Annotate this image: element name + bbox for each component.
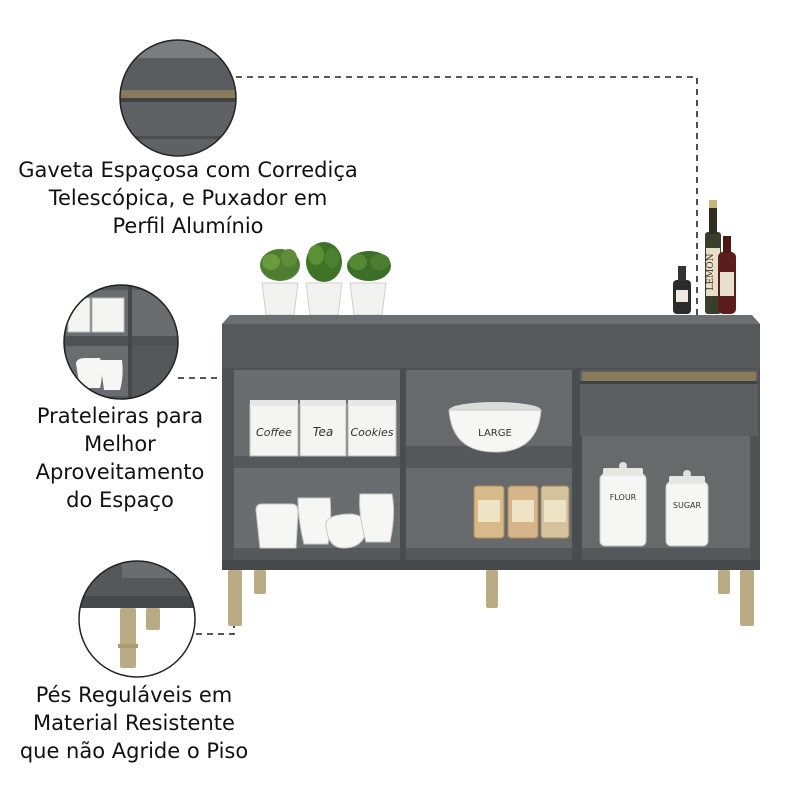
bottle-small [673,266,691,314]
cabinet-feet [228,570,754,626]
callout-drawer-line-3: Perfil Alumínio [112,214,264,238]
bottles: LEMON [673,200,736,314]
detail-circle-drawer [119,39,237,157]
callout-drawer-line-1: Gaveta Espaçosa com Corrediça [18,158,358,182]
detail-circle-shelves [63,284,179,400]
callout-drawer-text: Gaveta Espaçosa com Corrediça Telescópic… [8,156,368,240]
callout-drawer-line-2: Telescópica, e Puxador em [48,186,328,210]
potted-plants [260,242,391,316]
detail-circle-feet [78,560,196,678]
canisters: Coffee Tea Cookies [249,400,397,457]
callout-feet-line-1: Pés Reguláveis em [35,683,233,707]
canister-tea-label: Tea [313,425,334,439]
bottle-oil [718,236,736,314]
plant-3 [347,251,391,316]
jar-flour: FLOUR [599,462,647,547]
plant-2 [305,242,343,316]
canister-cookies: Cookies [347,400,397,457]
plant-1 [260,249,300,316]
canister-coffee: Coffee [249,400,299,457]
leader-line-drawer [236,76,698,380]
canister-cookies-label: Cookies [350,426,393,439]
jar-flour-label: FLOUR [610,493,637,502]
bottle-lemon-label: LEMON [706,253,716,290]
drawer-handle [582,372,756,381]
callout-shelves-line-3: Aproveitamento [35,460,205,484]
pitchers [255,493,395,549]
bottle-lemon: LEMON [705,200,721,314]
bowl-label: LARGE [478,428,512,439]
jar-sugar-label: SUGAR [673,501,702,510]
callout-feet-text: Pés Reguláveis em Material Resistente qu… [8,681,260,765]
storage-jars: FLOUR SUGAR [599,462,709,547]
callout-shelves-line-2: Melhor [84,432,156,456]
jar-sugar: SUGAR [665,470,709,547]
callout-shelves-line-1: Prateleiras para [36,404,204,428]
callout-shelves-line-4: do Espaço [66,488,174,512]
canister-tea: Tea [299,400,347,457]
callout-feet-line-3: que não Agride o Piso [19,739,249,763]
canister-coffee-label: Coffee [256,426,292,439]
tins [473,485,570,539]
callout-shelves-text: Prateleiras para Melhor Aproveitamento d… [8,402,232,514]
mixing-bowl: LARGE [448,402,542,453]
callout-feet-line-2: Material Resistente [33,711,235,735]
